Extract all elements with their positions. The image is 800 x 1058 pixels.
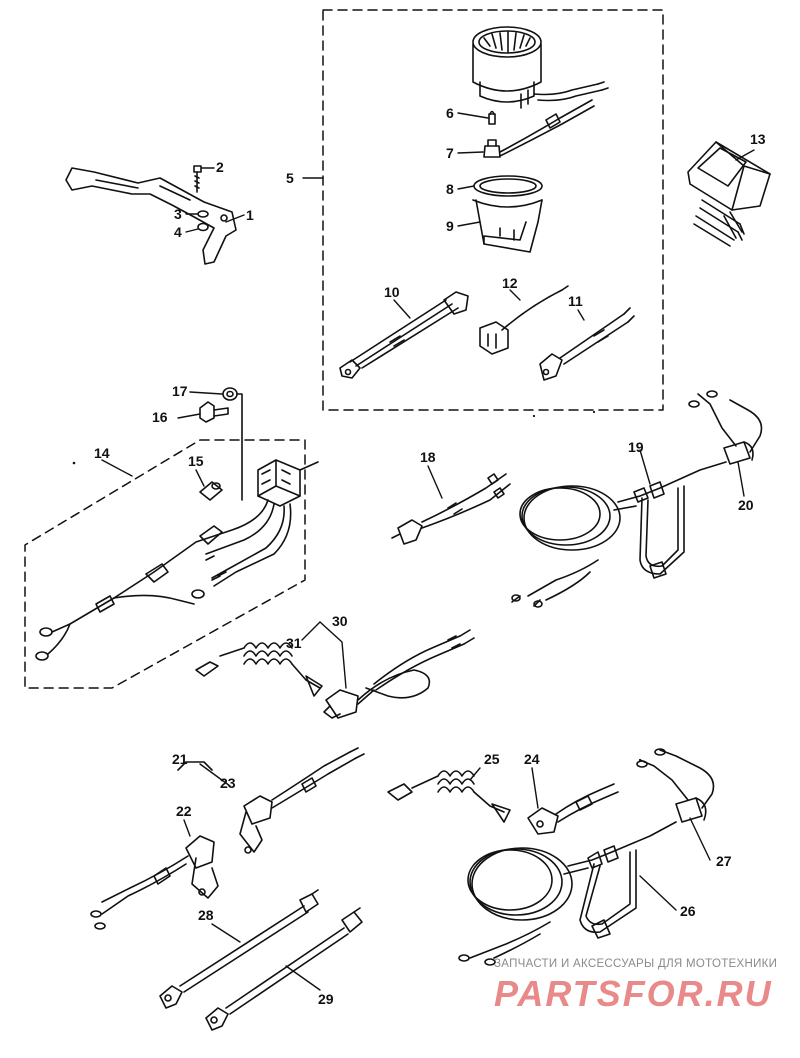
part-3-washer xyxy=(197,210,209,218)
part-25-lanyard xyxy=(387,770,511,823)
callout-6: 6 xyxy=(446,105,454,121)
gauge-wire-leads xyxy=(533,81,609,102)
gauge-housing xyxy=(472,26,542,109)
callout-25: 25 xyxy=(484,751,500,767)
callout-4: 4 xyxy=(174,224,182,240)
callout-9: 9 xyxy=(446,218,454,234)
part-18-cable xyxy=(391,473,511,545)
part-11-harness xyxy=(539,307,635,381)
callout-20: 20 xyxy=(738,497,754,513)
part-15-sleeve xyxy=(199,481,223,501)
callout-27: 27 xyxy=(716,853,732,869)
part-27-clamp xyxy=(636,748,715,823)
callout-3: 3 xyxy=(174,206,182,222)
part-29-cable xyxy=(205,907,363,1031)
gauge-kit-box xyxy=(302,9,664,411)
watermark-caption: ЗАПЧАСТИ И АКСЕССУАРЫ ДЛЯ МОТОТЕХНИКИ xyxy=(494,958,778,970)
part-21-bracket xyxy=(177,761,213,771)
part-2-screw xyxy=(193,165,202,193)
callout-21: 21 xyxy=(172,751,188,767)
part-7-socket xyxy=(483,99,595,158)
part-17-washer xyxy=(222,387,243,501)
part-1-bracket xyxy=(65,167,237,265)
callout-labels: 1 2 3 4 5 6 7 8 9 10 11 12 13 14 15 16 1… xyxy=(94,105,766,1007)
harness-kit-box xyxy=(24,439,306,689)
callout-5: 5 xyxy=(286,170,294,186)
callout-14: 14 xyxy=(94,445,110,461)
part-23-switch xyxy=(239,747,365,854)
callout-16: 16 xyxy=(152,409,168,425)
harness-wires xyxy=(35,499,292,661)
callout-29: 29 xyxy=(318,991,334,1007)
callout-18: 18 xyxy=(420,449,436,465)
callout-30: 30 xyxy=(332,613,348,629)
part-26-harness xyxy=(458,821,677,966)
part-12-sensor xyxy=(479,285,569,355)
callout-17: 17 xyxy=(172,383,188,399)
callout-2: 2 xyxy=(216,159,224,175)
part-22-switch xyxy=(90,835,219,930)
part-28-cable xyxy=(159,889,319,1009)
watermark-logo: PARTSFOR.RU xyxy=(494,973,773,1014)
part-16-screw xyxy=(199,401,229,423)
stray-marks xyxy=(72,410,642,762)
callout-28: 28 xyxy=(198,907,214,923)
callout-8: 8 xyxy=(446,181,454,197)
callout-13: 13 xyxy=(750,131,766,147)
callout-26: 26 xyxy=(680,903,696,919)
callout-1: 1 xyxy=(246,207,254,223)
part-31-lanyard xyxy=(195,642,323,697)
leader-lines xyxy=(101,112,755,991)
callout-19: 19 xyxy=(628,439,644,455)
callout-15: 15 xyxy=(188,453,204,469)
callout-23: 23 xyxy=(220,775,236,791)
part-10-cable xyxy=(339,291,469,379)
callout-10: 10 xyxy=(384,284,400,300)
part-8-ring xyxy=(473,175,543,197)
part-4-nut xyxy=(197,222,209,232)
part-19-harness xyxy=(511,461,727,608)
callout-24: 24 xyxy=(524,751,540,767)
part-13-module xyxy=(687,141,771,247)
callout-22: 22 xyxy=(176,803,192,819)
part-30-switch xyxy=(323,629,475,719)
callout-7: 7 xyxy=(446,145,454,161)
terminal-block xyxy=(257,459,319,507)
callout-11: 11 xyxy=(568,293,583,309)
part-9-gauge-bracket xyxy=(472,199,543,253)
part-20-clamp xyxy=(688,390,763,465)
part-24-switch xyxy=(527,783,619,835)
part-6-bulb xyxy=(488,110,496,125)
callout-31: 31 xyxy=(286,635,302,651)
callout-12: 12 xyxy=(502,275,518,291)
